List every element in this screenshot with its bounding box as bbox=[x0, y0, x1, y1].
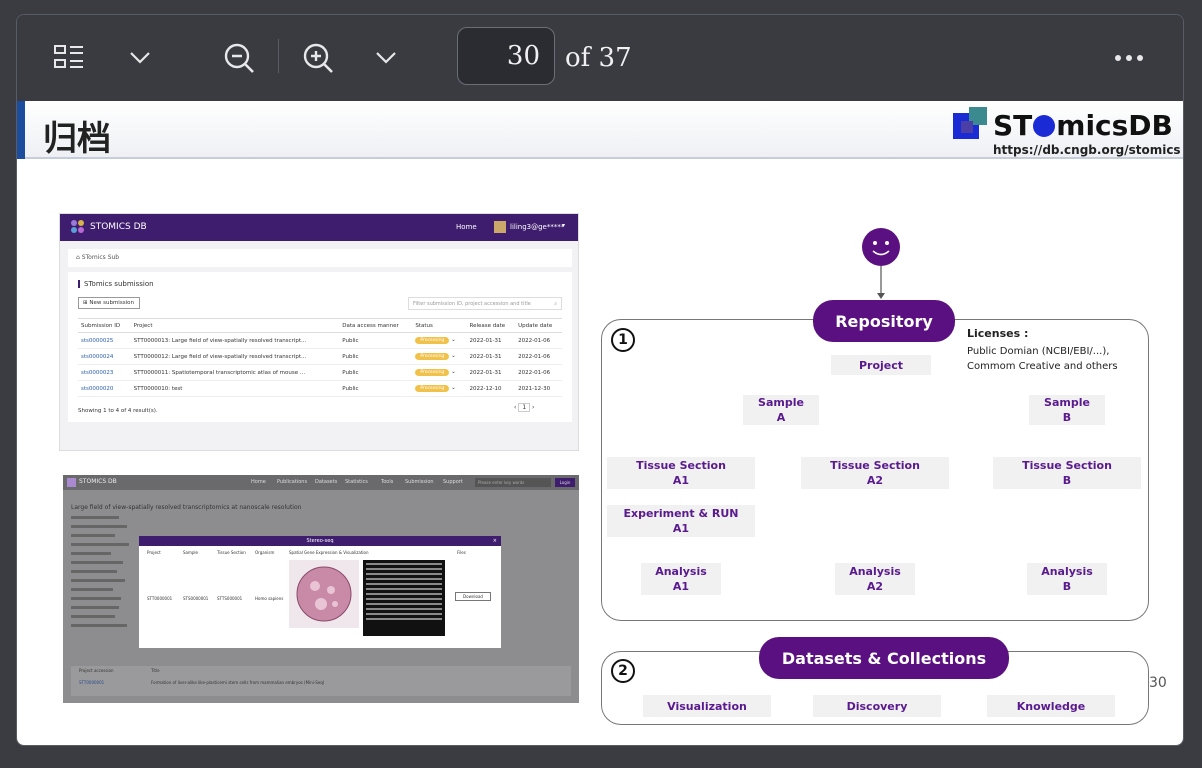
licenses-title: Licenses : bbox=[967, 327, 1029, 340]
filter-input: Filter submission ID, project accession … bbox=[408, 297, 562, 310]
discovery-node: Discovery bbox=[813, 695, 941, 717]
step-one-badge: 1 bbox=[611, 328, 635, 352]
submission-screenshot: STOMICS DB Home liling3@ge***** ▾ ⌂ STom… bbox=[59, 213, 579, 451]
shot2-body: Large field of view-spatially resolved t… bbox=[63, 490, 579, 703]
pager: ‹ 1 › bbox=[514, 403, 535, 412]
table-row: sts0000025 STT0000013: Large field of vi… bbox=[78, 332, 562, 349]
more-icon[interactable] bbox=[1109, 39, 1149, 77]
logo-url: https://db.cngb.org/stomics bbox=[993, 143, 1181, 157]
sidebar-chevron-down-icon[interactable] bbox=[123, 39, 157, 77]
avatar bbox=[494, 221, 506, 233]
new-submission-button: ⊞ New submission bbox=[78, 297, 140, 309]
breadcrumb: ⌂ STomics Sub bbox=[68, 249, 572, 267]
slide-page-number: 30 bbox=[1149, 675, 1167, 691]
shot2-navbar: STOMICS DB Home Publications Datasets St… bbox=[63, 475, 579, 490]
expression-matrix bbox=[363, 560, 445, 636]
page-count: of 37 bbox=[565, 43, 632, 73]
user-smiley-icon bbox=[862, 228, 900, 266]
user-chevron-icon: ▾ bbox=[562, 222, 566, 229]
licenses-line-2: Commom Creative and others bbox=[967, 361, 1118, 372]
zoom-chevron-down-icon[interactable] bbox=[369, 39, 403, 77]
search-icon: ⌕ bbox=[554, 301, 557, 307]
status-badge: Processing bbox=[415, 385, 450, 392]
status-badge: Processing bbox=[415, 353, 450, 360]
shot1-navbar: STOMICS DB Home liling3@ge***** ▾ bbox=[60, 214, 578, 241]
thumbnails-icon[interactable] bbox=[49, 39, 89, 77]
page-number-input[interactable]: 30 bbox=[457, 27, 555, 85]
submission-table: Submission ID Project Data access manner… bbox=[78, 318, 562, 397]
table-row: sts0000024 STT0000012: Large field of vi… bbox=[78, 348, 562, 365]
knowledge-node: Knowledge bbox=[987, 695, 1115, 717]
status-badge: Processing bbox=[415, 337, 450, 344]
toolbar-separator bbox=[278, 39, 279, 73]
table-row: sts0000023 STT0000011: Spatiotemporal tr… bbox=[78, 364, 562, 381]
shot1-heading: STomics submission bbox=[78, 280, 154, 288]
zoom-in-icon[interactable] bbox=[298, 39, 338, 77]
datasets-pill: Datasets & Collections bbox=[759, 637, 1009, 679]
visualization-node: Visualization bbox=[643, 695, 771, 717]
logo-mark-icon bbox=[953, 107, 987, 139]
licenses-line-1: Public Domian (NCBI/EBI/...), bbox=[967, 346, 1110, 357]
repository-pill: Repository bbox=[813, 300, 955, 342]
dataset-screenshot: STOMICS DB Home Publications Datasets St… bbox=[63, 475, 579, 703]
table-row: sts0000020 STT0000010: test Public Proce… bbox=[78, 380, 562, 397]
zoom-out-icon[interactable] bbox=[219, 39, 259, 77]
slide-title: 归档 bbox=[43, 119, 111, 159]
download-button: Download bbox=[455, 592, 491, 601]
status-badge: Processing bbox=[415, 369, 450, 376]
step-two-badge: 2 bbox=[611, 659, 635, 683]
logo-dot-icon bbox=[1033, 115, 1056, 137]
stereo-seq-modal: Stereo-seq× Project Sample Tissue Sectio… bbox=[139, 536, 501, 648]
close-icon: × bbox=[492, 538, 497, 544]
project-node: Project bbox=[831, 355, 931, 375]
table-footer: Showing 1 to 4 of 4 result(s). bbox=[78, 408, 158, 414]
tissue-image bbox=[289, 560, 359, 628]
stomics-logo-icon bbox=[71, 220, 84, 233]
shot1-panel: STomics submission ⊞ New submission Filt… bbox=[68, 272, 572, 422]
stomics-logo-icon bbox=[67, 478, 76, 487]
shot2-table: Project accession Title STT0000001 Forma… bbox=[71, 666, 571, 696]
viewer-toolbar: 30 of 37 bbox=[17, 15, 1183, 101]
